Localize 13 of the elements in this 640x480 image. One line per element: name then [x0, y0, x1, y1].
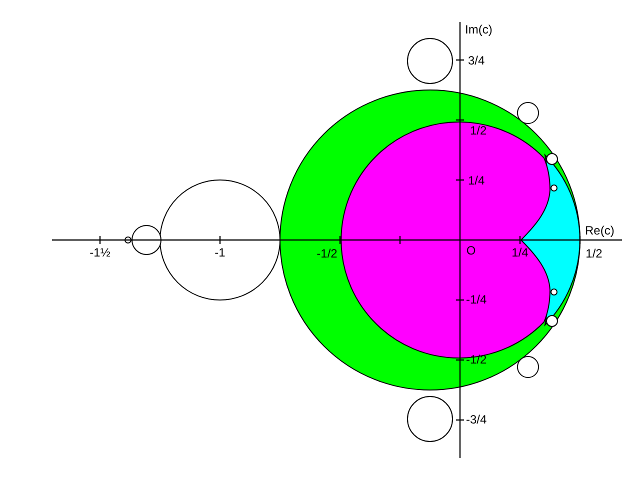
tick-label: -1/4	[466, 294, 487, 306]
tick-label: 1/2	[470, 124, 487, 138]
tick-label: 3/4	[468, 54, 485, 68]
axis-label: Im(c)	[465, 24, 492, 36]
tick-label: -1½	[90, 246, 110, 260]
tick-label: -1	[214, 246, 226, 260]
tick-label: 1/4	[468, 174, 485, 188]
tick-label: -3/4	[466, 414, 487, 426]
tick-label: 1/2	[586, 248, 602, 260]
axis-label: Re(c)	[585, 224, 614, 238]
origin-label: O	[466, 244, 476, 258]
tick-label: -1/2	[316, 248, 338, 260]
tick-label: 1/4	[512, 246, 528, 260]
